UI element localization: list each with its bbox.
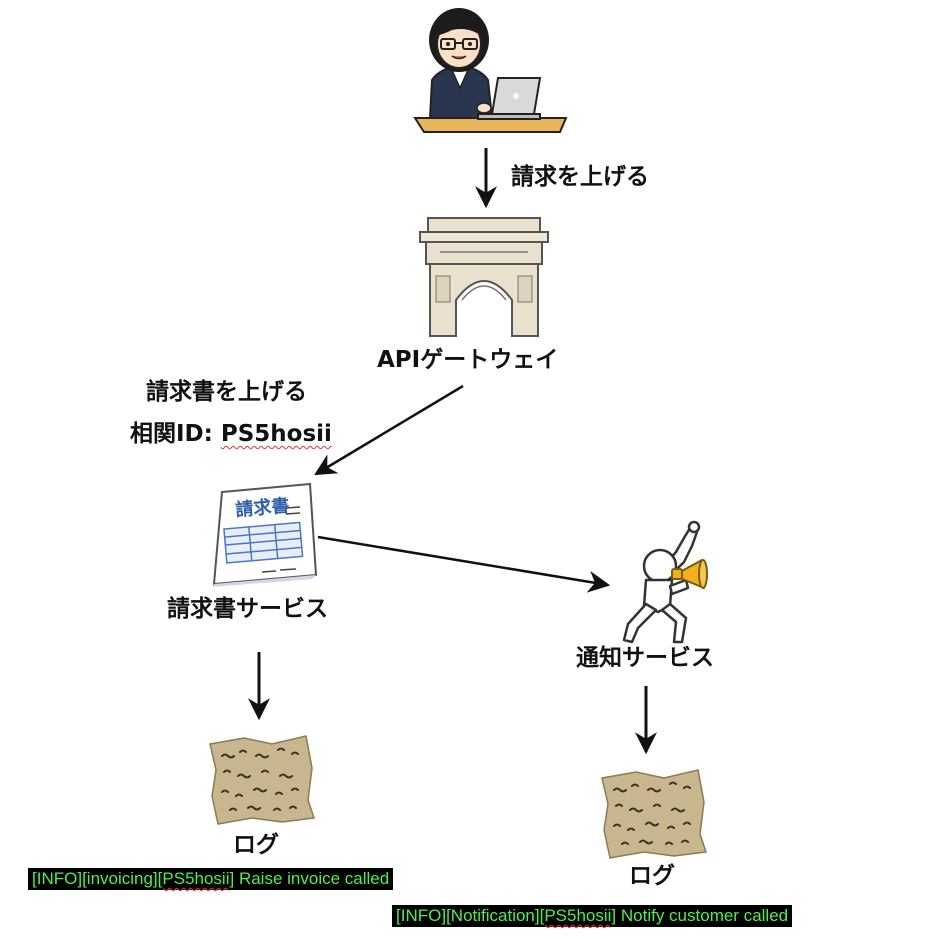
edge-label-correlation-id: 相関ID: PS5hosii [130, 420, 332, 448]
log-service: [invoicing] [82, 869, 158, 888]
user-at-laptop-icon [413, 8, 568, 133]
notification-log-line: [INFO][Notification][PS5hosii] Notify cu… [392, 905, 793, 927]
arrow-invoice-to-notification [317, 535, 611, 593]
invoice-log-parchment-icon [209, 735, 316, 825]
megaphone-person-icon [622, 520, 708, 644]
log-level: [INFO] [396, 906, 447, 925]
invoice-document-icon: 請求書 [212, 482, 318, 587]
log-message: Notify customer called [616, 906, 789, 925]
edge-label-raise-request: 請求を上げる [511, 164, 649, 190]
api-gateway-arch-icon [419, 217, 549, 337]
node-label-notification-service: 通知サービス [576, 645, 714, 671]
node-label-invoice-log: ログ [233, 832, 279, 858]
node-label-notification-log: ログ [629, 863, 675, 889]
invoice-doc-title: 請求書 [235, 494, 291, 521]
log-correlation-id: [PS5hosii] [157, 869, 235, 888]
node-label-api-gateway: APIゲートウェイ [377, 347, 559, 373]
edge-label-raise-invoice: 請求書を上げる [146, 379, 307, 405]
notification-log-parchment-icon [601, 769, 708, 859]
log-service: [Notification] [446, 906, 540, 925]
log-level: [INFO] [32, 869, 83, 888]
log-message: Raise invoice called [234, 869, 390, 888]
arrow-gateway-to-invoice [314, 384, 464, 476]
correlation-id-value: PS5hosii [220, 421, 332, 447]
correlation-id-prefix: 相関ID: [130, 421, 221, 447]
node-label-invoice-service: 請求書サービス [167, 596, 328, 622]
invoicing-log-line: [INFO][invoicing][PS5hosii] Raise invoic… [28, 868, 394, 890]
log-correlation-id: [PS5hosii] [539, 906, 617, 925]
